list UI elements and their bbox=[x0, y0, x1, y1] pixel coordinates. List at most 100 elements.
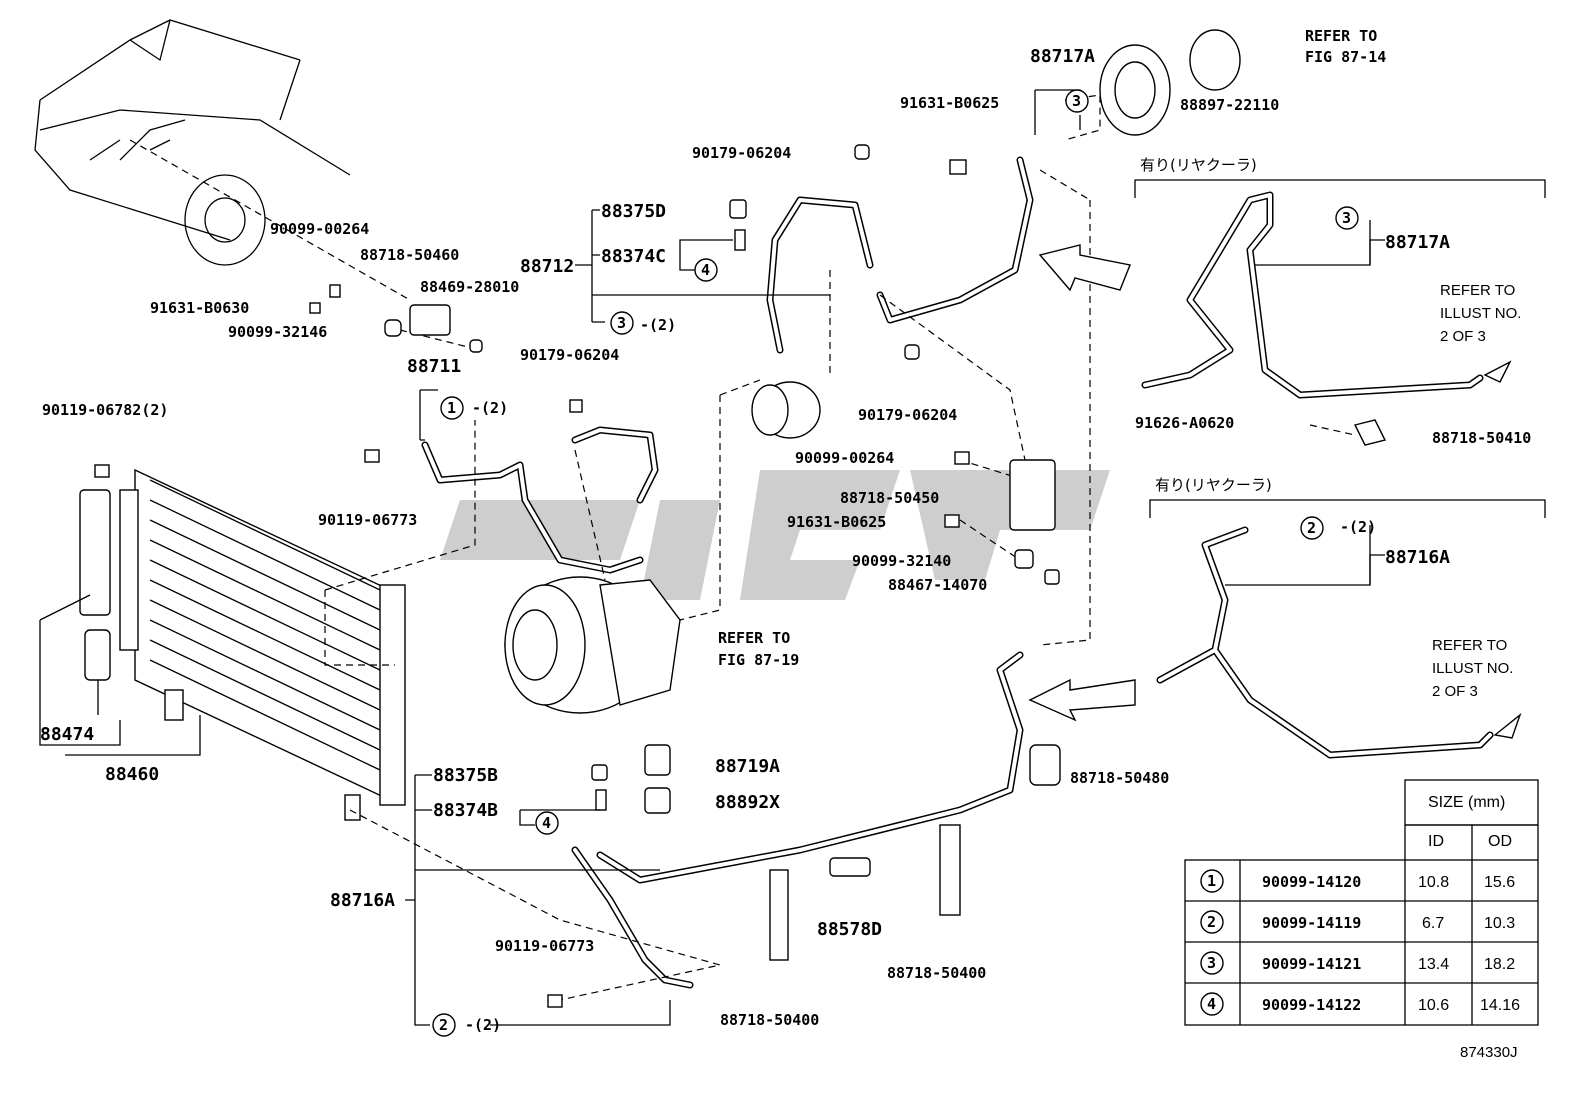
svg-text:3: 3 bbox=[617, 314, 626, 332]
svg-text:2: 2 bbox=[1207, 913, 1216, 931]
label-88578D[interactable]: 88578D bbox=[817, 919, 882, 940]
label-91631-B0625-mid[interactable]: 91631-B0625 bbox=[787, 513, 886, 531]
label-88892X[interactable]: 88892X bbox=[715, 792, 780, 813]
label-88717A-top[interactable]: 88717A bbox=[1030, 46, 1095, 67]
label-90119-06782[interactable]: 90119-06782(2) bbox=[42, 401, 168, 419]
inset1-title: 有り(リヤクーラ) bbox=[1140, 156, 1257, 174]
circle-3-mid: 3 bbox=[610, 311, 634, 335]
svg-text:2: 2 bbox=[439, 1016, 448, 1034]
label-88712[interactable]: 88712 bbox=[520, 256, 574, 277]
label-90119-06773-b[interactable]: 90119-06773 bbox=[495, 937, 594, 955]
fittings bbox=[94, 29, 1241, 1008]
label-90099-32140[interactable]: 90099-32140 bbox=[852, 552, 951, 570]
compressor bbox=[504, 576, 681, 714]
size-table-col-od: OD bbox=[1488, 833, 1512, 850]
inset1-refer-line3: 2 OF 3 bbox=[1440, 328, 1486, 345]
label-90099-32146[interactable]: 90099-32146 bbox=[228, 323, 327, 341]
label-88469-28010[interactable]: 88469-28010 bbox=[420, 278, 519, 296]
condenser bbox=[79, 468, 406, 821]
label-1-x2: -(2) bbox=[472, 399, 508, 417]
inset2-refer-line1: REFER TO bbox=[1432, 637, 1507, 654]
inset2-circle-2: 2 bbox=[1300, 516, 1324, 540]
label-2-x2-bottom: -(2) bbox=[465, 1016, 501, 1034]
label-90179-06204-right[interactable]: 90179-06204 bbox=[858, 406, 957, 424]
inset-rear-cooler-2 bbox=[1149, 499, 1546, 759]
inset2-label-88716A[interactable]: 88716A bbox=[1385, 547, 1450, 568]
svg-text:4: 4 bbox=[1207, 995, 1216, 1013]
bracket-lines bbox=[39, 89, 1081, 1026]
pipes bbox=[421, 156, 1034, 989]
size-table-od: 18.2 bbox=[1484, 956, 1515, 973]
label-91631-B0630[interactable]: 91631-B0630 bbox=[150, 299, 249, 317]
label-90099-00264-mid[interactable]: 90099-00264 bbox=[795, 449, 894, 467]
label-90179-06204-mid[interactable]: 90179-06204 bbox=[520, 346, 619, 364]
size-table-part[interactable]: 90099-14120 bbox=[1262, 873, 1361, 891]
size-table-od: 15.6 bbox=[1484, 874, 1515, 891]
label-88718-50480[interactable]: 88718-50480 bbox=[1070, 769, 1169, 787]
flow-arrows bbox=[1028, 244, 1136, 722]
inset-rear-cooler-1 bbox=[1134, 179, 1546, 446]
label-88718-50400-a[interactable]: 88718-50400 bbox=[720, 1011, 819, 1029]
svg-text:1: 1 bbox=[447, 399, 456, 417]
size-table-od: 10.3 bbox=[1484, 915, 1515, 932]
label-88719A[interactable]: 88719A bbox=[715, 756, 780, 777]
size-table-header: SIZE (mm) bbox=[1428, 794, 1505, 811]
label-90119-06773-a[interactable]: 90119-06773 bbox=[318, 511, 417, 529]
label-88716A-bottom[interactable]: 88716A bbox=[330, 890, 395, 911]
size-table-id: 10.6 bbox=[1418, 997, 1449, 1014]
size-table-part[interactable]: 90099-14119 bbox=[1262, 914, 1361, 932]
label-88467-14070[interactable]: 88467-14070 bbox=[888, 576, 987, 594]
inset1-circle-3: 3 bbox=[1335, 206, 1359, 230]
label-88474[interactable]: 88474 bbox=[40, 724, 94, 745]
label-88711[interactable]: 88711 bbox=[407, 356, 461, 377]
label-90099-00264-left[interactable]: 90099-00264 bbox=[270, 220, 369, 238]
size-table-row: 2 90099-14119 6.7 10.3 bbox=[1200, 910, 1515, 934]
label-88718-50460[interactable]: 88718-50460 bbox=[360, 246, 459, 264]
size-table-id: 10.8 bbox=[1418, 874, 1449, 891]
svg-text:2: 2 bbox=[1307, 519, 1316, 537]
label-88897-22110[interactable]: 88897-22110 bbox=[1180, 96, 1279, 114]
circle-3-top: 3 bbox=[1065, 89, 1089, 113]
label-refer-fig-87-14-line1: REFER TO bbox=[1305, 27, 1377, 45]
label-88374B[interactable]: 88374B bbox=[433, 800, 498, 821]
svg-text:3: 3 bbox=[1342, 209, 1351, 227]
svg-text:1: 1 bbox=[1207, 872, 1216, 890]
inset1-label-91626-A0620[interactable]: 91626-A0620 bbox=[1135, 414, 1234, 432]
svg-text:3: 3 bbox=[1207, 954, 1216, 972]
inset1-refer-line2[interactable]: ILLUST NO. bbox=[1440, 305, 1521, 322]
dashed-leaders bbox=[324, 94, 1101, 1001]
label-refer-fig-87-19-line2[interactable]: FIG 87-19 bbox=[718, 651, 799, 669]
vehicle-outline bbox=[34, 19, 411, 301]
callout-labels: 88717A 88897-22110 REFER TO FIG 87-14 91… bbox=[40, 27, 1531, 1061]
inset1-label-88718-50410[interactable]: 88718-50410 bbox=[1432, 429, 1531, 447]
inset1-refer-line1: REFER TO bbox=[1440, 282, 1515, 299]
label-88375D[interactable]: 88375D bbox=[601, 201, 666, 222]
svg-text:4: 4 bbox=[542, 814, 551, 832]
size-table-od: 14.16 bbox=[1480, 997, 1520, 1014]
label-88375B[interactable]: 88375B bbox=[433, 765, 498, 786]
label-91631-B0625-top[interactable]: 91631-B0625 bbox=[900, 94, 999, 112]
size-table-part[interactable]: 90099-14121 bbox=[1262, 955, 1361, 973]
label-88718-50450[interactable]: 88718-50450 bbox=[840, 489, 939, 507]
inset2-label-2-x2: -(2) bbox=[1340, 518, 1376, 536]
circle-1: 1 bbox=[440, 396, 464, 420]
label-refer-fig-87-14-line2[interactable]: FIG 87-14 bbox=[1305, 48, 1386, 66]
circle-4-upper: 4 bbox=[694, 258, 718, 282]
diagram-id: 874330J bbox=[1460, 1044, 1518, 1061]
svg-text:4: 4 bbox=[701, 261, 710, 279]
circle-2-bottom: 2 bbox=[432, 1013, 456, 1037]
inset2-refer-line3: 2 OF 3 bbox=[1432, 683, 1478, 700]
label-88718-50400-b[interactable]: 88718-50400 bbox=[887, 964, 986, 982]
label-88374C[interactable]: 88374C bbox=[601, 246, 666, 267]
inset1-label-88717A[interactable]: 88717A bbox=[1385, 232, 1450, 253]
size-table-row: 4 90099-14122 10.6 14.16 bbox=[1200, 992, 1520, 1016]
size-table-id: 6.7 bbox=[1422, 915, 1444, 932]
label-90179-06204-top[interactable]: 90179-06204 bbox=[692, 144, 791, 162]
inset2-refer-line2[interactable]: ILLUST NO. bbox=[1432, 660, 1513, 677]
size-table-part[interactable]: 90099-14122 bbox=[1262, 996, 1361, 1014]
receiver-tank bbox=[751, 381, 821, 439]
label-88460[interactable]: 88460 bbox=[105, 764, 159, 785]
svg-text:3: 3 bbox=[1072, 92, 1081, 110]
